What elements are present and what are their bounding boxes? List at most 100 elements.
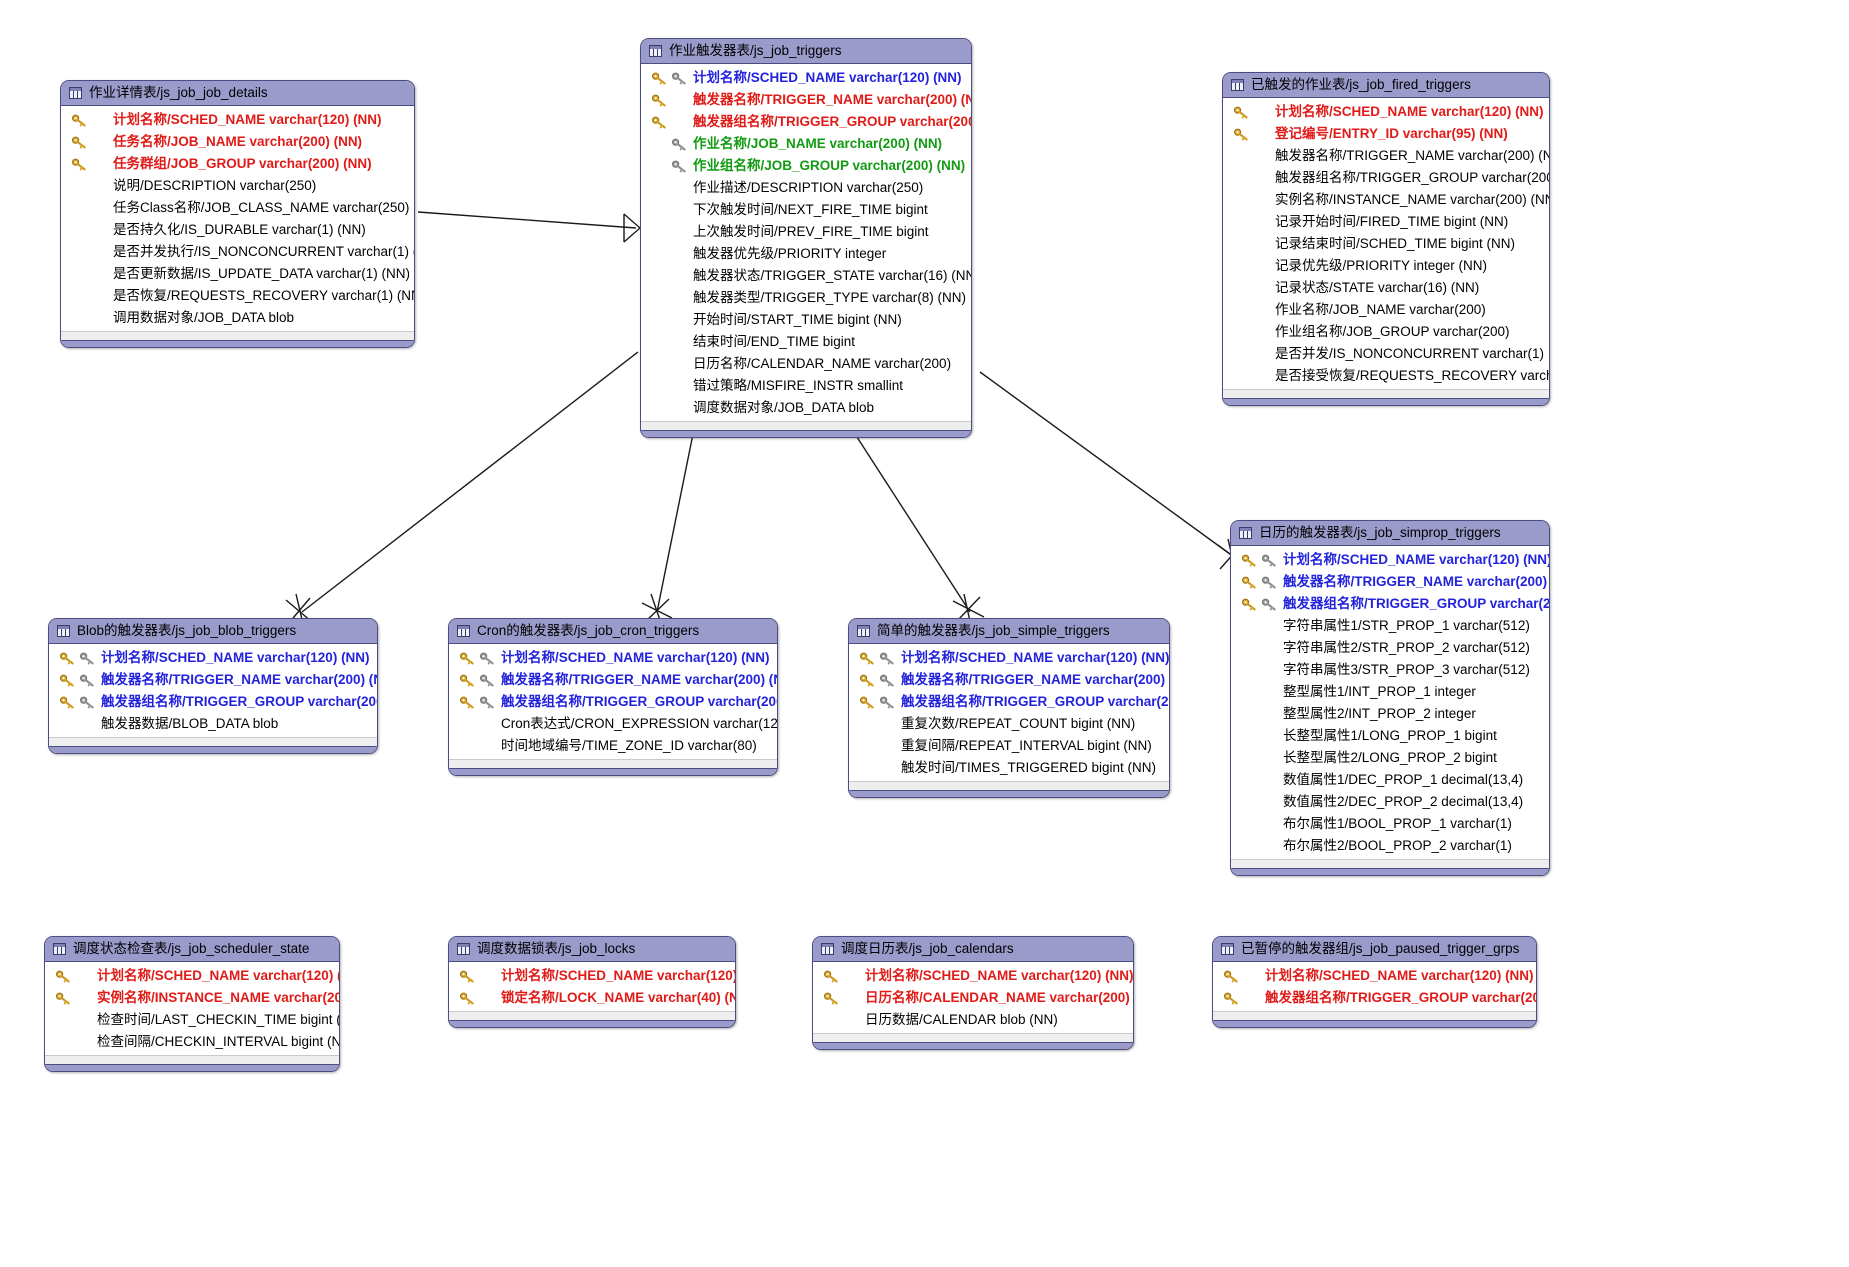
field-row[interactable]: 实例名称/INSTANCE_NAME varchar(200) (NN) [45, 987, 339, 1009]
field-row[interactable]: 字符串属性1/STR_PROP_1 varchar(512) [1231, 615, 1549, 637]
field-row[interactable]: 布尔属性2/BOOL_PROP_2 varchar(1) [1231, 835, 1549, 857]
field-row[interactable]: 触发器组名称/TRIGGER_GROUP varchar(200) (NN) [49, 691, 377, 713]
field-row[interactable]: Cron表达式/CRON_EXPRESSION varchar(120) (NN… [449, 713, 777, 735]
entity-header-locks[interactable]: 调度数据锁表/js_job_locks [449, 937, 735, 962]
entity-header-simple_triggers[interactable]: 简单的触发器表/js_job_simple_triggers [849, 619, 1169, 644]
field-row[interactable]: 触发器状态/TRIGGER_STATE varchar(16) (NN) [641, 265, 971, 287]
field-row[interactable]: 触发器组名称/TRIGGER_GROUP varchar(200) (NN) [449, 691, 777, 713]
entity-header-cron_triggers[interactable]: Cron的触发器表/js_job_cron_triggers [449, 619, 777, 644]
field-row[interactable]: 实例名称/INSTANCE_NAME varchar(200) (NN) [1223, 189, 1549, 211]
field-row[interactable]: 日历名称/CALENDAR_NAME varchar(200) (NN) [813, 987, 1133, 1009]
field-row[interactable]: 触发器名称/TRIGGER_NAME varchar(200) (NN) [1223, 145, 1549, 167]
field-row[interactable]: 计划名称/SCHED_NAME varchar(120) (NN) [449, 647, 777, 669]
field-row[interactable]: 长整型属性2/LONG_PROP_2 bigint [1231, 747, 1549, 769]
field-row[interactable]: 重复间隔/REPEAT_INTERVAL bigint (NN) [849, 735, 1169, 757]
entity-calendars[interactable]: 调度日历表/js_job_calendars 计划名称/SCHED_NAME va… [812, 936, 1134, 1050]
entity-simple_triggers[interactable]: 简单的触发器表/js_job_simple_triggers 计划名称/SCHED… [848, 618, 1170, 798]
entity-header-fired_triggers[interactable]: 已触发的作业表/js_job_fired_triggers [1223, 73, 1549, 98]
field-row[interactable]: 触发时间/TIMES_TRIGGERED bigint (NN) [849, 757, 1169, 779]
field-row[interactable]: 说明/DESCRIPTION varchar(250) [61, 175, 414, 197]
field-row[interactable]: 错过策略/MISFIRE_INSTR smallint [641, 375, 971, 397]
field-row[interactable]: 计划名称/SCHED_NAME varchar(120) (NN) [849, 647, 1169, 669]
field-row[interactable]: 触发器优先级/PRIORITY integer [641, 243, 971, 265]
field-row[interactable]: 是否恢复/REQUESTS_RECOVERY varchar(1) (NN) [61, 285, 414, 307]
entity-simprop_triggers[interactable]: 日历的触发器表/js_job_simprop_triggers 计划名称/SCHE… [1230, 520, 1550, 876]
field-row[interactable]: 数值属性1/DEC_PROP_1 decimal(13,4) [1231, 769, 1549, 791]
field-row[interactable]: 计划名称/SCHED_NAME varchar(120) (NN) [1213, 965, 1536, 987]
field-row[interactable]: 触发器组名称/TRIGGER_GROUP varchar(200) (NN) [1231, 593, 1549, 615]
field-row[interactable]: 作业名称/JOB_NAME varchar(200) [1223, 299, 1549, 321]
field-row[interactable]: 整型属性2/INT_PROP_2 integer [1231, 703, 1549, 725]
field-row[interactable]: 结束时间/END_TIME bigint [641, 331, 971, 353]
field-row[interactable]: 字符串属性3/STR_PROP_3 varchar(512) [1231, 659, 1549, 681]
field-row[interactable]: 记录优先级/PRIORITY integer (NN) [1223, 255, 1549, 277]
field-row[interactable]: 登记编号/ENTRY_ID varchar(95) (NN) [1223, 123, 1549, 145]
field-row[interactable]: 触发器组名称/TRIGGER_GROUP varchar(200) (NN) [849, 691, 1169, 713]
field-row[interactable]: 是否并发执行/IS_NONCONCURRENT varchar(1) (NN) [61, 241, 414, 263]
field-row[interactable]: 作业组名称/JOB_GROUP varchar(200) (NN) [641, 155, 971, 177]
entity-job_triggers[interactable]: 作业触发器表/js_job_triggers 计划名称/SCHED_NAME va… [640, 38, 972, 438]
field-row[interactable]: 触发器组名称/TRIGGER_GROUP varchar(200) (NN) [641, 111, 971, 133]
field-row[interactable]: 记录状态/STATE varchar(16) (NN) [1223, 277, 1549, 299]
field-row[interactable]: 计划名称/SCHED_NAME varchar(120) (NN) [49, 647, 377, 669]
entity-paused_trigger_grps[interactable]: 已暂停的触发器组/js_job_paused_trigger_grps 计划名称/… [1212, 936, 1537, 1028]
entity-header-blob_triggers[interactable]: Blob的触发器表/js_job_blob_triggers [49, 619, 377, 644]
entity-header-job_triggers[interactable]: 作业触发器表/js_job_triggers [641, 39, 971, 64]
field-row[interactable]: 是否并发/IS_NONCONCURRENT varchar(1) [1223, 343, 1549, 365]
entity-fired_triggers[interactable]: 已触发的作业表/js_job_fired_triggers 计划名称/SCHED_… [1222, 72, 1550, 406]
entity-header-scheduler_state[interactable]: 调度状态检查表/js_job_scheduler_state [45, 937, 339, 962]
field-row[interactable]: 长整型属性1/LONG_PROP_1 bigint [1231, 725, 1549, 747]
field-row[interactable]: 时间地域编号/TIME_ZONE_ID varchar(80) [449, 735, 777, 757]
field-row[interactable]: 计划名称/SCHED_NAME varchar(120) (NN) [449, 965, 735, 987]
field-row[interactable]: 计划名称/SCHED_NAME varchar(120) (NN) [61, 109, 414, 131]
field-row[interactable]: 触发器类型/TRIGGER_TYPE varchar(8) (NN) [641, 287, 971, 309]
field-row[interactable]: 日历数据/CALENDAR blob (NN) [813, 1009, 1133, 1031]
entity-header-paused_trigger_grps[interactable]: 已暂停的触发器组/js_job_paused_trigger_grps [1213, 937, 1536, 962]
field-row[interactable]: 任务群组/JOB_GROUP varchar(200) (NN) [61, 153, 414, 175]
field-row[interactable]: 下次触发时间/NEXT_FIRE_TIME bigint [641, 199, 971, 221]
field-row[interactable]: 是否更新数据/IS_UPDATE_DATA varchar(1) (NN) [61, 263, 414, 285]
field-row[interactable]: 检查时间/LAST_CHECKIN_TIME bigint (NN) [45, 1009, 339, 1031]
entity-blob_triggers[interactable]: Blob的触发器表/js_job_blob_triggers 计划名称/SCHED… [48, 618, 378, 754]
field-row[interactable]: 作业组名称/JOB_GROUP varchar(200) [1223, 321, 1549, 343]
field-row[interactable]: 计划名称/SCHED_NAME varchar(120) (NN) [1231, 549, 1549, 571]
entity-cron_triggers[interactable]: Cron的触发器表/js_job_cron_triggers 计划名称/SCHED… [448, 618, 778, 776]
field-row[interactable]: 作业名称/JOB_NAME varchar(200) (NN) [641, 133, 971, 155]
field-row[interactable]: 触发器组名称/TRIGGER_GROUP varchar(200) (NN) [1213, 987, 1536, 1009]
field-row[interactable]: 检查间隔/CHECKIN_INTERVAL bigint (NN) [45, 1031, 339, 1053]
field-row[interactable]: 触发器名称/TRIGGER_NAME varchar(200) (NN) [641, 89, 971, 111]
field-row[interactable]: 计划名称/SCHED_NAME varchar(120) (NN) [641, 67, 971, 89]
field-row[interactable]: 是否接受恢复/REQUESTS_RECOVERY varchar(1) [1223, 365, 1549, 387]
entity-header-calendars[interactable]: 调度日历表/js_job_calendars [813, 937, 1133, 962]
entity-job_details[interactable]: 作业详情表/js_job_job_details 计划名称/SCHED_NAME … [60, 80, 415, 348]
field-row[interactable]: 整型属性1/INT_PROP_1 integer [1231, 681, 1549, 703]
field-row[interactable]: 触发器名称/TRIGGER_NAME varchar(200) (NN) [49, 669, 377, 691]
entity-header-simprop_triggers[interactable]: 日历的触发器表/js_job_simprop_triggers [1231, 521, 1549, 546]
field-row[interactable]: 调度数据对象/JOB_DATA blob [641, 397, 971, 419]
field-row[interactable]: 计划名称/SCHED_NAME varchar(120) (NN) [813, 965, 1133, 987]
entity-scheduler_state[interactable]: 调度状态检查表/js_job_scheduler_state 计划名称/SCHED… [44, 936, 340, 1072]
field-row[interactable]: 锁定名称/LOCK_NAME varchar(40) (NN) [449, 987, 735, 1009]
field-row[interactable]: 作业描述/DESCRIPTION varchar(250) [641, 177, 971, 199]
field-row[interactable]: 记录开始时间/FIRED_TIME bigint (NN) [1223, 211, 1549, 233]
field-row[interactable]: 是否持久化/IS_DURABLE varchar(1) (NN) [61, 219, 414, 241]
entity-header-job_details[interactable]: 作业详情表/js_job_job_details [61, 81, 414, 106]
field-row[interactable]: 开始时间/START_TIME bigint (NN) [641, 309, 971, 331]
field-row[interactable]: 重复次数/REPEAT_COUNT bigint (NN) [849, 713, 1169, 735]
field-row[interactable]: 触发器名称/TRIGGER_NAME varchar(200) (NN) [449, 669, 777, 691]
field-row[interactable]: 上次触发时间/PREV_FIRE_TIME bigint [641, 221, 971, 243]
field-row[interactable]: 布尔属性1/BOOL_PROP_1 varchar(1) [1231, 813, 1549, 835]
field-row[interactable]: 记录结束时间/SCHED_TIME bigint (NN) [1223, 233, 1549, 255]
field-row[interactable]: 触发器名称/TRIGGER_NAME varchar(200) (NN) [1231, 571, 1549, 593]
field-row[interactable]: 计划名称/SCHED_NAME varchar(120) (NN) [1223, 101, 1549, 123]
field-row[interactable]: 计划名称/SCHED_NAME varchar(120) (NN) [45, 965, 339, 987]
field-row[interactable]: 数值属性2/DEC_PROP_2 decimal(13,4) [1231, 791, 1549, 813]
field-row[interactable]: 触发器数据/BLOB_DATA blob [49, 713, 377, 735]
field-row[interactable]: 日历名称/CALENDAR_NAME varchar(200) [641, 353, 971, 375]
field-row[interactable]: 任务Class名称/JOB_CLASS_NAME varchar(250) (N… [61, 197, 414, 219]
field-row[interactable]: 任务名称/JOB_NAME varchar(200) (NN) [61, 131, 414, 153]
field-row[interactable]: 字符串属性2/STR_PROP_2 varchar(512) [1231, 637, 1549, 659]
field-row[interactable]: 触发器名称/TRIGGER_NAME varchar(200) (NN) [849, 669, 1169, 691]
entity-locks[interactable]: 调度数据锁表/js_job_locks 计划名称/SCHED_NAME varch… [448, 936, 736, 1028]
field-row[interactable]: 触发器组名称/TRIGGER_GROUP varchar(200) (NN) [1223, 167, 1549, 189]
